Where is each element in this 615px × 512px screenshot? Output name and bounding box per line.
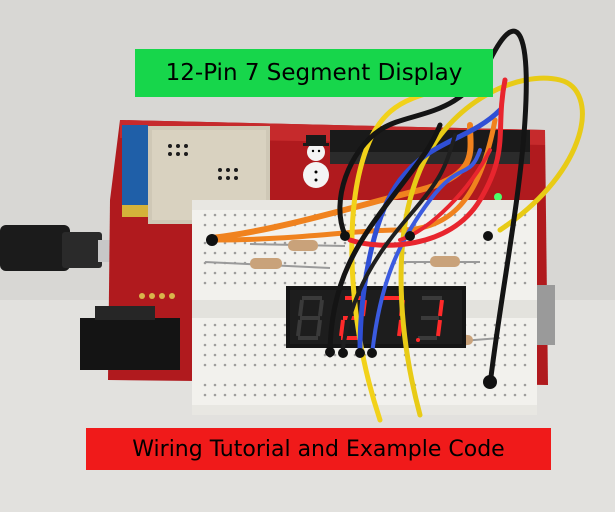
wire-ends [206, 231, 497, 389]
title-caption: 12-Pin 7 Segment Display [135, 49, 493, 97]
digit-1 [436, 299, 444, 337]
subtitle-caption: Wiring Tutorial and Example Code [86, 428, 551, 470]
snowman-logo [303, 135, 329, 188]
power-jack [80, 318, 180, 370]
